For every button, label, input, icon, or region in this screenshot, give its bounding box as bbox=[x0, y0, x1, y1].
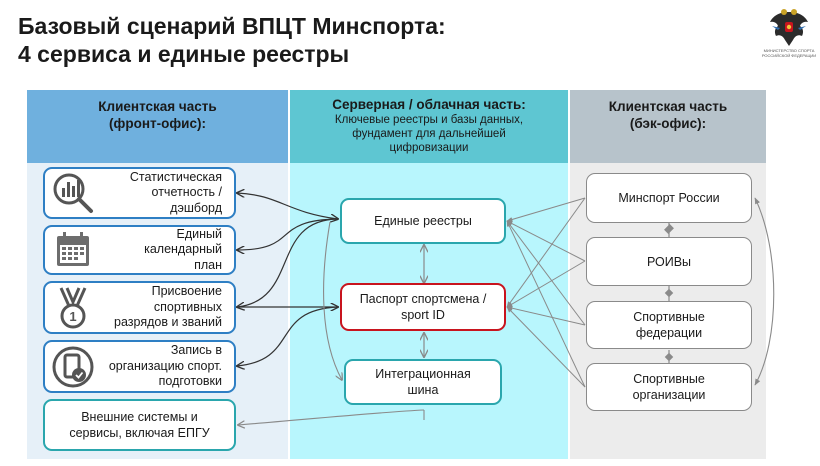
ministry-logo: МИНИСТЕРСТВО СПОРТА РОССИЙСКОЙ ФЕДЕРАЦИИ bbox=[760, 6, 818, 66]
calendar-icon bbox=[57, 232, 89, 266]
minsport-box[interactable]: Минспорт России bbox=[586, 173, 752, 223]
title-line-2: 4 сервиса и единые реестры bbox=[18, 41, 350, 67]
roiv-box[interactable]: РОИВы bbox=[586, 237, 752, 286]
service-calendar-plan[interactable]: Единый календарный план bbox=[43, 225, 236, 275]
magnifier-chart-icon bbox=[53, 173, 93, 213]
device-check-icon bbox=[52, 346, 94, 387]
unified-registries-box[interactable]: Единые реестры bbox=[340, 198, 506, 244]
logo-caption: МИНИСТЕРСТВО СПОРТА РОССИЙСКОЙ ФЕДЕРАЦИИ bbox=[761, 48, 817, 58]
service-stats-dashboard[interactable]: Статистическая отчетность / дэшборд bbox=[43, 167, 236, 219]
page-title: Базовый сценарий ВПЦТ Минспорта: 4 серви… bbox=[18, 12, 446, 68]
external-systems-box[interactable]: Внешние системы и сервисы, включая ЕПГУ bbox=[43, 399, 236, 451]
medal-icon: 1 bbox=[59, 286, 87, 328]
sport-organizations-box[interactable]: Спортивные организации bbox=[586, 363, 752, 411]
front-office-header: Клиентская часть (фронт-офис): bbox=[27, 90, 288, 163]
back-office-header: Клиентская часть (бэк-офис): bbox=[570, 90, 766, 163]
server-header: Серверная / облачная часть: Ключевые рее… bbox=[290, 90, 568, 163]
athlete-passport-box[interactable]: Паспорт спортсмена / sport ID bbox=[340, 283, 506, 331]
server-subtitle: Ключевые реестры и базы данных, фундамен… bbox=[334, 114, 524, 154]
svg-text:1: 1 bbox=[69, 309, 76, 324]
service-sport-enrollment[interactable]: Запись в организацию спорт. подготовки bbox=[43, 340, 236, 393]
sport-federations-box[interactable]: Спортивные федерации bbox=[586, 301, 752, 349]
integration-bus-box[interactable]: Интеграционная шина bbox=[344, 359, 502, 405]
eagle-emblem-icon bbox=[770, 9, 808, 46]
title-line-1: Базовый сценарий ВПЦТ Минспорта: bbox=[18, 13, 446, 39]
service-sport-ranks[interactable]: 1 Присвоение спортивных разрядов и звани… bbox=[43, 281, 236, 334]
